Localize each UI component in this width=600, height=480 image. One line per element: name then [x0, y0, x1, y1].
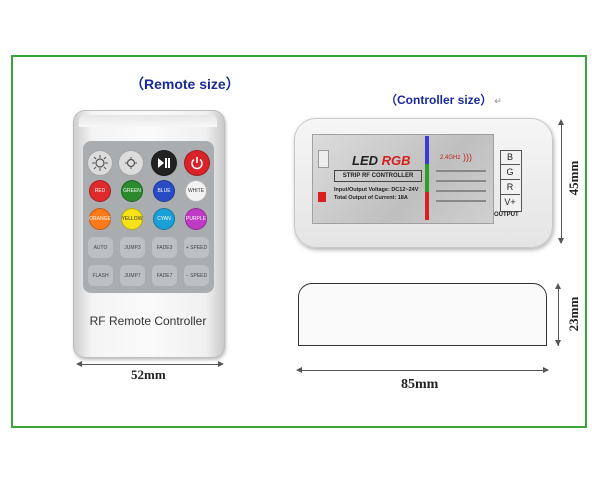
controller-height-line	[561, 121, 562, 243]
play-pause-icon[interactable]	[151, 150, 177, 176]
terminal-b: B	[500, 150, 520, 165]
red-button[interactable]: RED	[89, 180, 111, 202]
color-stripe-blue	[425, 136, 429, 164]
power-icon[interactable]	[184, 150, 210, 176]
color-stripe-red	[425, 192, 429, 220]
speed-plus-button[interactable]: + SPEED	[184, 237, 209, 258]
remote-top-edge	[79, 115, 217, 127]
jump7-button[interactable]: JUMP7	[120, 265, 145, 286]
feature-line	[436, 200, 486, 202]
cyan-button[interactable]: CYAN	[153, 208, 175, 230]
terminal-vplus: V+	[504, 197, 516, 207]
wireless-icon: )))	[463, 152, 472, 162]
warning-icon	[318, 192, 326, 202]
profile-height-label: 23mm	[566, 296, 581, 332]
brightness-up-icon[interactable]	[87, 150, 113, 176]
arrow-right-icon	[218, 361, 224, 367]
green-button[interactable]: GREEN	[121, 180, 143, 202]
orange-button[interactable]: ORANGE	[89, 208, 111, 230]
flash-button[interactable]: FLASH	[88, 265, 113, 286]
auto-button[interactable]: AUTO	[88, 237, 113, 258]
output-terminal-block	[500, 150, 522, 212]
output-label: OUTPUT	[494, 212, 519, 218]
controller-label-panel	[312, 134, 494, 224]
controller-size-caption: （Controller size）↵	[385, 93, 502, 107]
feature-line	[436, 180, 486, 182]
controller-model: STRIP RF CONTROLLER	[334, 170, 422, 182]
profile-height-line	[558, 285, 559, 346]
color-stripe-green	[425, 164, 429, 192]
fade3-button[interactable]: FADE3	[152, 237, 177, 258]
white-button[interactable]: WHITE	[185, 180, 207, 202]
profile-width-line	[298, 370, 548, 371]
sticker-corner-icon	[318, 150, 329, 168]
remote-width-line	[78, 364, 222, 365]
remote-label: RF Remote Controller	[89, 314, 207, 328]
profile-width-label: 85mm	[401, 377, 439, 392]
arrow-left-icon	[76, 361, 82, 367]
remote-size-caption: （Remote size）	[130, 76, 240, 92]
controller-height-label: 45mm	[566, 160, 581, 196]
remote-width-label: 52mm	[131, 367, 166, 382]
terminal-r: R	[500, 180, 520, 195]
jump3-button[interactable]: JUMP3	[120, 237, 145, 258]
purple-button[interactable]: PURPLE	[185, 208, 207, 230]
fade7-button[interactable]: FADE7	[152, 265, 177, 286]
controller-side-profile	[298, 283, 547, 346]
controller-freq: 2.4GHz	[440, 155, 461, 161]
arrow-right-icon	[543, 367, 549, 373]
controller-voltage: Input/Output Voltage: DC12~24V	[334, 187, 419, 193]
arrow-down-icon	[558, 238, 564, 244]
controller-brand: LED RGB	[352, 153, 411, 168]
terminal-g: G	[500, 165, 520, 180]
arrow-up-icon	[558, 119, 564, 125]
blue-button[interactable]: BLUE	[153, 180, 175, 202]
brightness-down-icon[interactable]	[118, 150, 144, 176]
arrow-left-icon	[296, 367, 302, 373]
controller-current: Total Output of Current: 18A	[334, 195, 408, 201]
feature-line	[436, 190, 486, 192]
feature-line	[436, 170, 486, 172]
speed-minus-button[interactable]: − SPEED	[184, 265, 209, 286]
arrow-down-icon	[555, 340, 561, 346]
arrow-up-icon	[555, 283, 561, 289]
yellow-button[interactable]: YELLOW	[121, 208, 143, 230]
